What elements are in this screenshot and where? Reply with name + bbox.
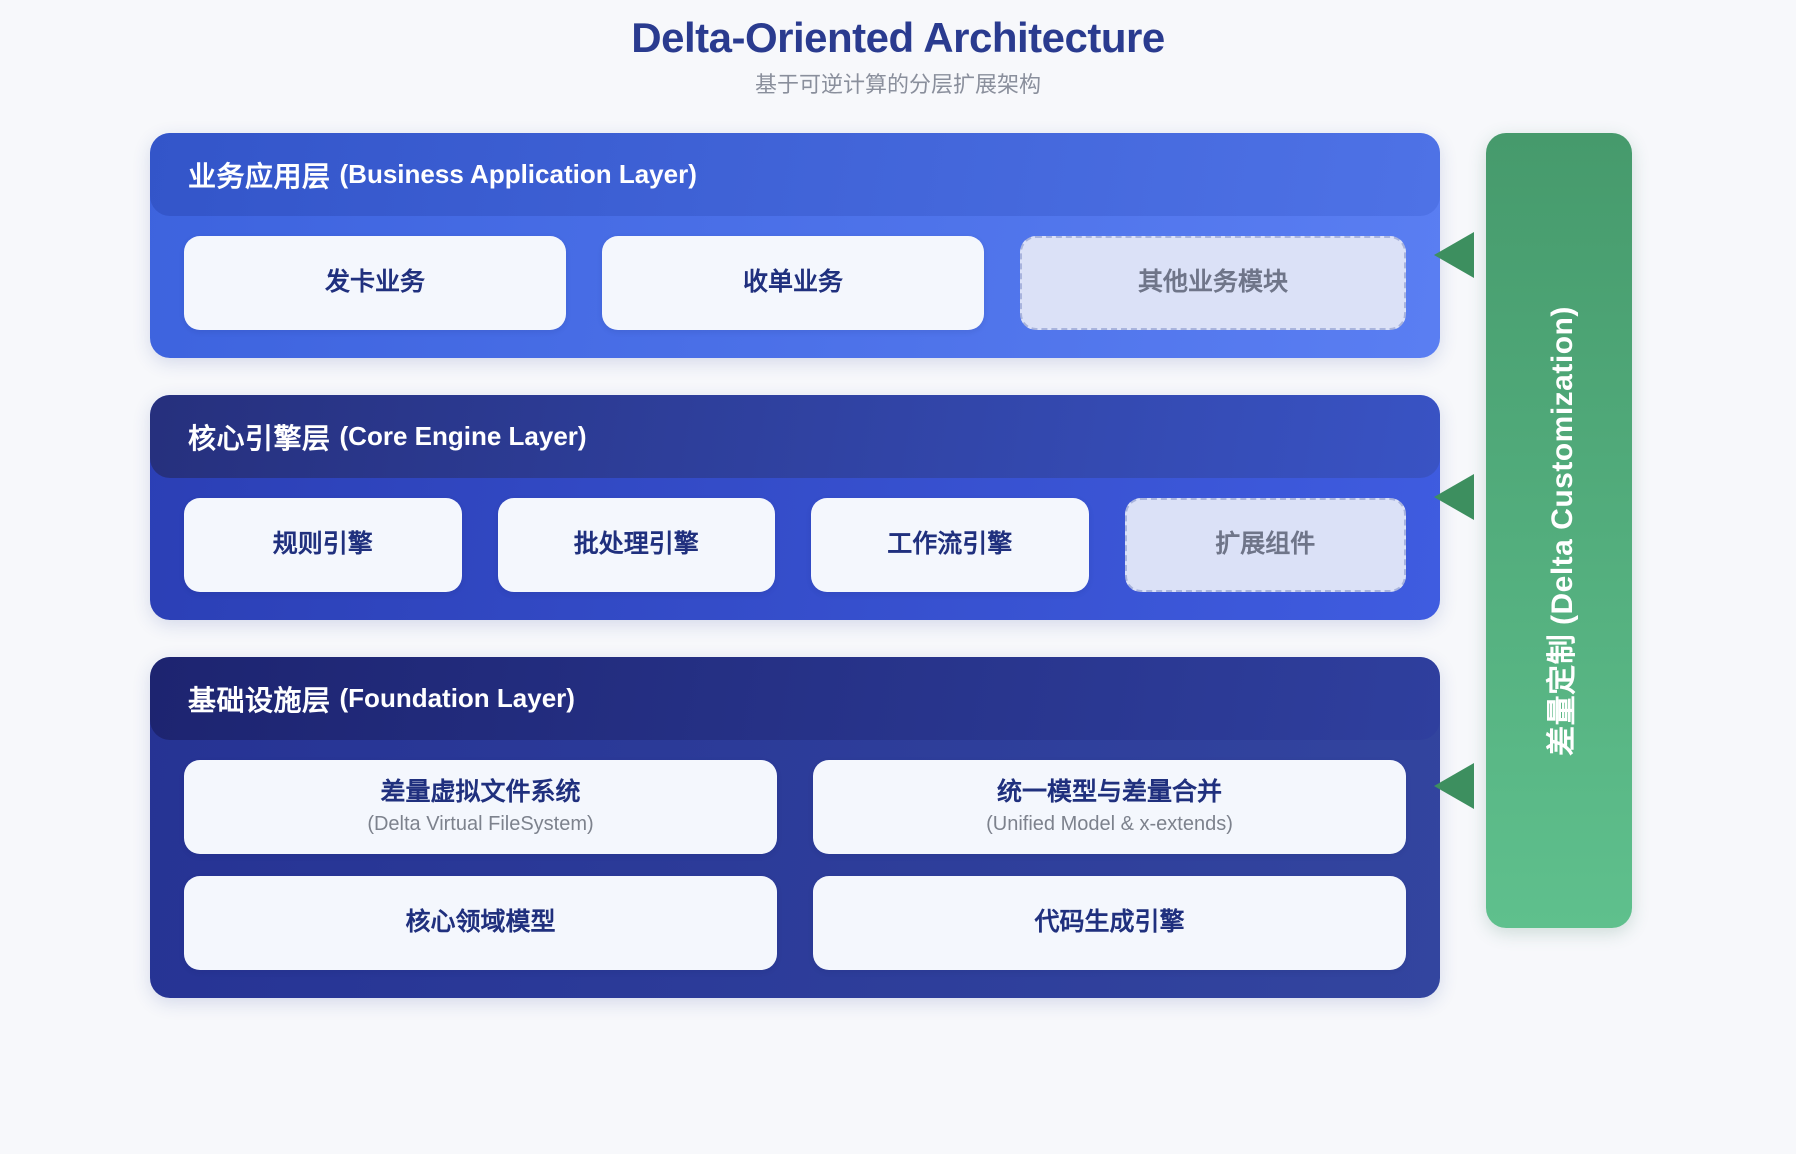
- module-card[interactable]: 工作流引擎: [811, 498, 1089, 592]
- layer-stack: 业务应用层 (Business Application Layer) 发卡业务 收单业…: [150, 133, 1440, 998]
- layer-title-cn: 基础设施层: [188, 684, 331, 716]
- module-card-extension[interactable]: 扩展组件: [1124, 498, 1406, 592]
- layer-3-body: 差量虚拟文件系统 (Delta Virtual FileSystem) 统一模型与差…: [150, 740, 1440, 998]
- module-card-title: 收单业务: [742, 268, 843, 297]
- layer-title-cn: 核心引擎层: [188, 422, 331, 454]
- module-card-title: 统一模型与差量合并: [996, 777, 1222, 806]
- card-row: 规则引擎 批处理引擎 工作流引擎 扩展组件: [184, 498, 1406, 592]
- layer-3: 基础设施层 (Foundation Layer) 差量虚拟文件系统 (Delta Vi…: [150, 657, 1440, 998]
- module-card[interactable]: 发卡业务: [184, 236, 566, 330]
- module-card[interactable]: 批处理引擎: [497, 498, 775, 592]
- layer-3-header: 基础设施层 (Foundation Layer): [150, 657, 1440, 740]
- card-row: 差量虚拟文件系统 (Delta Virtual FileSystem) 统一模型与差…: [184, 760, 1406, 854]
- module-card[interactable]: 核心领域模型: [184, 876, 777, 970]
- module-card-extension[interactable]: 其他业务模块: [1020, 236, 1406, 330]
- module-card[interactable]: 统一模型与差量合并 (Unified Model & x-extends): [813, 760, 1406, 854]
- module-card-title: 差量虚拟文件系统: [380, 777, 581, 806]
- card-row: 核心领域模型 代码生成引擎: [184, 876, 1406, 970]
- module-card[interactable]: 差量虚拟文件系统 (Delta Virtual FileSystem): [184, 760, 777, 854]
- module-card-title: 批处理引擎: [573, 530, 699, 559]
- delta-arrow-icon-1: [1434, 232, 1474, 278]
- module-card[interactable]: 收单业务: [602, 236, 984, 330]
- layer-title-en: (Core Engine Layer): [339, 421, 587, 451]
- module-card-subtitle: (Delta Virtual FileSystem): [367, 813, 594, 836]
- delta-customization-panel[interactable]: 差量定制 (Delta Customization): [1486, 133, 1632, 928]
- layer-title-en: (Business Application Layer): [339, 159, 697, 189]
- delta-arrow-icon-2: [1434, 474, 1474, 520]
- layer-2-header: 核心引擎层 (Core Engine Layer): [150, 395, 1440, 478]
- layer-2-body: 规则引擎 批处理引擎 工作流引擎 扩展组件: [150, 478, 1440, 620]
- module-card-title: 发卡业务: [324, 268, 425, 297]
- delta-arrow-icon-3: [1434, 763, 1474, 809]
- module-card-title: 核心领域模型: [405, 908, 556, 937]
- module-card-title: 规则引擎: [272, 530, 373, 559]
- card-row: 发卡业务 收单业务 其他业务模块: [184, 236, 1406, 330]
- module-card-title: 其他业务模块: [1137, 268, 1288, 297]
- page-title: Delta-Oriented Architecture: [631, 14, 1165, 61]
- diagram-header: Delta-Oriented Architecture 基于可逆计算的分层扩展架…: [0, 0, 1796, 99]
- layer-2: 核心引擎层 (Core Engine Layer) 规则引擎 批处理引擎 工作流引擎 扩展…: [150, 395, 1440, 620]
- module-card-subtitle: (Unified Model & x-extends): [986, 813, 1233, 836]
- layer-1: 业务应用层 (Business Application Layer) 发卡业务 收单业…: [150, 133, 1440, 358]
- layer-1-header: 业务应用层 (Business Application Layer): [150, 133, 1440, 216]
- layer-title-en: (Foundation Layer): [339, 683, 575, 713]
- layer-title-cn: 业务应用层: [188, 160, 331, 192]
- module-card[interactable]: 规则引擎: [184, 498, 462, 592]
- module-card-title: 工作流引擎: [887, 530, 1013, 559]
- module-card[interactable]: 代码生成引擎: [813, 876, 1406, 970]
- module-card-title: 扩展组件: [1215, 530, 1316, 559]
- page-subtitle: 基于可逆计算的分层扩展架构: [754, 71, 1041, 97]
- delta-panel-label: 差量定制 (Delta Customization): [1546, 305, 1580, 756]
- layer-1-body: 发卡业务 收单业务 其他业务模块: [150, 216, 1440, 358]
- module-card-title: 代码生成引擎: [1034, 908, 1185, 937]
